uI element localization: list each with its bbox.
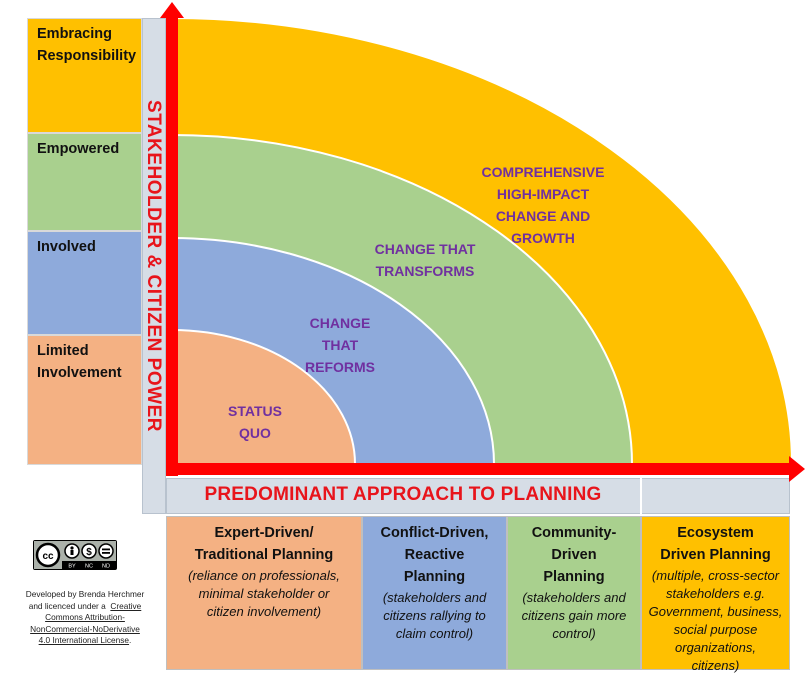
- nd-text: ND: [102, 564, 110, 570]
- credit-author: Developed by Brenda Herchmer: [25, 589, 145, 599]
- approach-desc-line: (stakeholders and: [382, 590, 487, 605]
- arc-label-line: CHANGE: [309, 315, 371, 331]
- x-axis-line: [166, 463, 790, 475]
- arc-label-line: STATUS: [228, 403, 282, 419]
- approach-title: Conflict-Driven, Reactive Planning: [363, 522, 506, 588]
- approach-desc-line: (stakeholders and: [522, 590, 626, 605]
- level-empowered: Empowered: [27, 133, 142, 231]
- x-axis-band-divider: [640, 478, 642, 514]
- nd-icon: [98, 543, 114, 559]
- arc-label-line: TRANSFORMS: [375, 263, 475, 279]
- arc-label-line: REFORMS: [305, 359, 375, 375]
- approach-desc-line: citizens gain more: [521, 608, 627, 623]
- approach-desc-line: (reliance on professionals,: [188, 568, 340, 583]
- approach-desc-line: stakeholders e.g.: [665, 586, 765, 601]
- y-axis-label-text: STAKEHOLDER & CITIZEN POWER: [143, 100, 164, 432]
- level-label-line: Involved: [37, 239, 96, 255]
- arc-label-line: GROWTH: [511, 230, 575, 246]
- arc-label-comprehensive: COMPREHENSIVE HIGH-IMPACT CHANGE AND GRO…: [463, 161, 623, 249]
- approach-title-line: Community-: [531, 525, 617, 541]
- level-label-line: Responsibility: [37, 48, 137, 64]
- arc-status-quo: [171, 328, 357, 465]
- approach-desc-line: minimal stakeholder or: [198, 586, 330, 601]
- level-label-line: Empowered: [37, 141, 120, 157]
- level-limited-involvement: Limited Involvement: [27, 335, 142, 465]
- arc-label-line: QUO: [239, 425, 271, 441]
- arc-label-status-quo: STATUS QUO: [215, 400, 295, 444]
- license-link[interactable]: 4.0 International License: [38, 635, 130, 645]
- y-axis-arrowhead: [160, 2, 184, 18]
- approach-title: Expert-Driven/ Traditional Planning: [167, 522, 361, 566]
- approach-desc-line: Government, business,: [648, 604, 783, 619]
- nc-icon: [81, 543, 97, 559]
- approach-title-line: Ecosystem: [677, 525, 754, 541]
- level-label-line: Embracing: [37, 26, 112, 42]
- credit-licensed-under: and licenced under a: [28, 600, 106, 611]
- approach-title-line: Expert-Driven/: [214, 525, 314, 541]
- approach-title-line: Planning: [543, 569, 605, 585]
- approach-description: (reliance on professionals, minimal stak…: [167, 567, 361, 621]
- svg-text:$: $: [86, 547, 92, 558]
- arc-label-transforms: CHANGE THAT TRANSFORMS: [360, 238, 490, 282]
- x-axis-label: PREDOMINANT APPROACH TO PLANNING: [204, 484, 602, 505]
- approach-ecosystem-driven: Ecosystem Driven Planning (multiple, cro…: [641, 516, 790, 673]
- credit-license-line: and licenced under a Creative: [10, 601, 160, 613]
- arc-label-reforms: CHANGE THAT REFORMS: [290, 312, 390, 378]
- level-label-line: Limited: [37, 343, 89, 359]
- approach-expert-driven: Expert-Driven/ Traditional Planning (rel…: [166, 516, 362, 670]
- x-axis-band: [166, 478, 790, 514]
- by-text: BY: [68, 564, 76, 570]
- license-credit: Developed by Brenda Herchmer and licence…: [10, 589, 160, 647]
- approach-desc-line: citizens): [691, 658, 740, 673]
- approach-title-line: Driven Planning: [660, 547, 771, 563]
- approach-title-line: Planning: [403, 569, 466, 585]
- approach-title-line: Conflict-Driven,: [380, 525, 489, 541]
- approach-description: (stakeholders and citizens gain more con…: [508, 589, 640, 643]
- approach-desc-line: social purpose: [673, 622, 758, 637]
- approach-title-line: Traditional Planning: [194, 547, 334, 563]
- nc-text: NC: [85, 564, 93, 570]
- arc-label-line: CHANGE THAT: [374, 241, 476, 257]
- license-link[interactable]: NonCommercial-NoDerivative: [30, 623, 140, 634]
- level-embracing-responsibility: Embracing Responsibility: [27, 18, 142, 133]
- arc-label-line: COMPREHENSIVE: [481, 164, 605, 180]
- approach-description: (stakeholders and citizens rallying to c…: [363, 589, 506, 643]
- arc-label-line: THAT: [321, 337, 359, 353]
- creative-commons-badge[interactable]: cc $ BY NC ND: [33, 540, 117, 570]
- approach-desc-line: control): [552, 626, 596, 641]
- approach-title-line: Driven: [551, 547, 597, 563]
- approach-desc-line: (multiple, cross-sector: [651, 568, 780, 583]
- approach-desc-line: citizens rallying to: [383, 608, 486, 623]
- approach-conflict-driven: Conflict-Driven, Reactive Planning (stak…: [362, 516, 507, 670]
- approach-title-line: Reactive: [404, 547, 465, 563]
- level-involved: Involved: [27, 231, 142, 335]
- y-axis-line: [166, 14, 178, 476]
- x-axis-arrowhead: [789, 456, 805, 482]
- approach-desc-line: organizations,: [675, 640, 756, 655]
- cc-text: cc: [42, 551, 54, 562]
- license-link[interactable]: Creative: [110, 600, 142, 611]
- approach-title: Community- Driven Planning: [508, 522, 640, 588]
- cc-badge-icon: cc $ BY NC ND: [34, 541, 116, 569]
- arc-label-line: CHANGE AND: [495, 208, 591, 224]
- approach-community-driven: Community- Driven Planning (stakeholders…: [507, 516, 641, 670]
- arc-label-line: HIGH-IMPACT: [496, 186, 590, 202]
- approach-description: (multiple, cross-sector stakeholders e.g…: [642, 567, 789, 675]
- level-label-line: Involvement: [37, 365, 122, 381]
- approach-desc-line: claim control): [395, 626, 474, 641]
- y-axis-band: [142, 18, 166, 514]
- credit-period: .: [129, 635, 132, 645]
- approach-title: Ecosystem Driven Planning: [642, 522, 789, 566]
- approach-desc-line: citizen involvement): [206, 604, 322, 619]
- license-link[interactable]: Commons Attribution-: [45, 612, 125, 622]
